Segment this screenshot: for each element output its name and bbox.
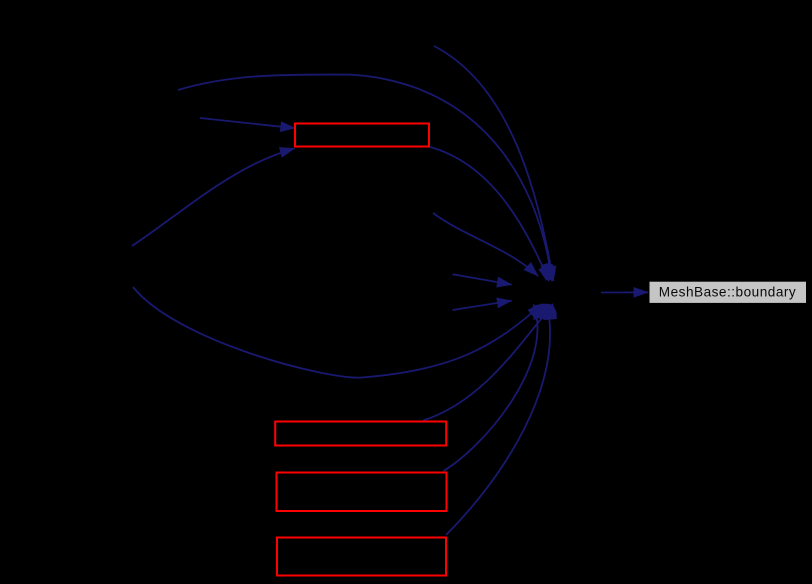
svg-text:MeshBase::boundary: MeshBase::boundary	[659, 284, 796, 299]
